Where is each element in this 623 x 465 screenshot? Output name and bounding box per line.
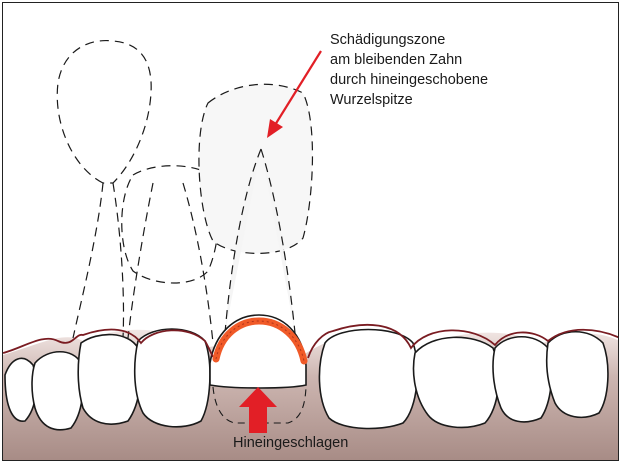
tooth-left-3 [78,335,140,425]
tooth-far-right [547,332,608,418]
tooth-left-central [135,329,210,427]
diagram-frame: Schädigungszone am bleibenden Zahn durch… [2,2,619,461]
annotation-line-2: am bleibenden Zahn [330,50,488,70]
tooth-right-2 [414,337,499,427]
annotation-line-1: Schädigungszone [330,30,488,50]
annotation-label: Schädigungszone am bleibenden Zahn durch… [330,30,488,110]
permanent-tooth-buds [57,41,312,343]
dental-diagram [3,3,619,461]
permanent-tooth-bud-left [57,41,151,183]
tooth-intruded [210,315,306,388]
tooth-right-3 [493,337,552,422]
annotation-line-3: durch hineingeschobene [330,70,488,90]
intrusion-label: Hineingeschlagen [233,433,348,453]
tooth-right-central [319,330,417,429]
tooth-left-2 [32,352,83,430]
annotation-line-4: Wurzelspitze [330,90,488,110]
